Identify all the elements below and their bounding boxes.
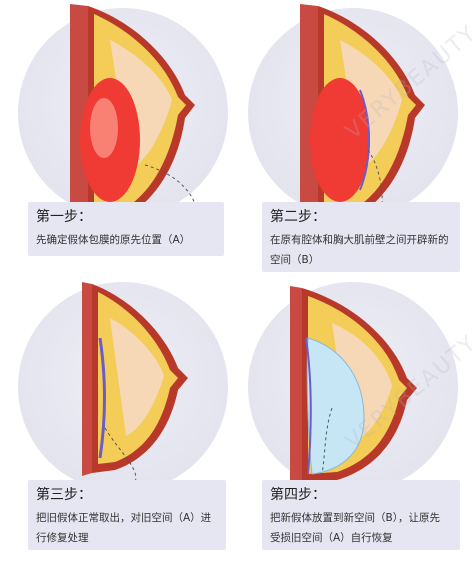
- step-3-gland: [110, 318, 164, 436]
- step-3-title: 第三步：: [36, 487, 92, 503]
- step-1-breast-illustration: [70, 4, 200, 251]
- step-2-new-pocket-line: [359, 89, 370, 191]
- step-2-chest-wall: [300, 4, 318, 228]
- step-2-title: 第二步：: [270, 209, 326, 225]
- step-3-caption: 第三步： 把旧假体正常取出，对旧空间（A）进行修复处理: [28, 480, 226, 550]
- step-2-old-implant: [310, 78, 370, 202]
- step-2-text: 在原有腔体和胸大肌前壁之间开辟新的空间（B）: [270, 234, 449, 266]
- step-3-pointer-line: [104, 427, 137, 484]
- step-1-title: 第一步：: [36, 209, 92, 225]
- step-1-caption: 第一步： 先确定假体包膜的原先位置（A）: [28, 202, 224, 256]
- step-2-caption: 第二步： 在原有腔体和胸大肌前壁之间开辟新的空间（B）: [262, 202, 460, 272]
- step-4-chest-wall: [290, 286, 302, 486]
- step-4-breast-illustration: [290, 286, 417, 494]
- step-1-chest-wall: [70, 4, 88, 228]
- step-4-text: 把新假体放置到新空间（B），让原先受损旧空间（A）自行恢复: [270, 512, 440, 544]
- step-3-text: 把旧假体正常取出，对旧空间（A）进行修复处理: [36, 512, 212, 544]
- step-4-new-implant: [306, 337, 365, 475]
- step-4-caption: 第四步： 把新假体放置到新空间（B），让原先受损旧空间（A）自行恢复: [262, 480, 460, 550]
- step-3-breast-illustration: [82, 282, 188, 484]
- step-3-repaired-capsule: [98, 337, 106, 459]
- step-1-old-implant-highlight: [90, 98, 118, 158]
- step-2-breast-illustration: [300, 4, 425, 251]
- step-4-title: 第四步：: [270, 487, 326, 503]
- step-1-text: 先确定假体包膜的原先位置（A）: [36, 234, 191, 246]
- step-4-old-pocket-line: [305, 337, 312, 475]
- step-3-chest-wall: [82, 282, 92, 476]
